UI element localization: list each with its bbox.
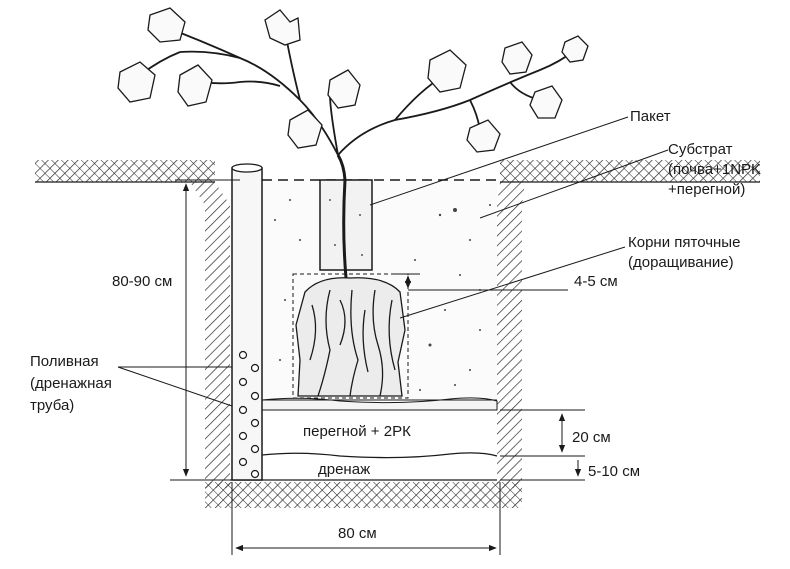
substrate-label-line1: Субстрат [668,141,733,158]
drainage-layer-label: дренаж [318,461,371,478]
drainage-pipe [231,163,263,481]
humus-thickness-label: 20 см [572,429,611,446]
humus-layer-band [261,397,498,459]
depth-label: 80-90 см [112,273,173,290]
humus-dimension [500,409,585,457]
width-label: 80 см [338,525,377,542]
gap-label: 4-5 см [574,273,618,290]
humus-layer-label: перегной + 2РК [303,423,411,440]
roots-label-line2: (доращивание) [628,254,734,271]
substrate-label-line3: +перегной) [668,181,746,198]
substrate-label-line2: (почва+1NPK [668,161,762,178]
depth-dimension [170,179,240,481]
root-zone [292,273,409,399]
pipe-label-line3: труба) [30,397,75,414]
pit-walls [190,182,525,508]
package-label: Пакет [630,108,671,125]
width-dimension [231,482,501,555]
pipe-label-line1: Поливная [30,353,99,370]
pipe-label-line2: (дренажная [30,375,112,392]
leader-lines [117,116,669,407]
seedling-stem [336,154,348,279]
ground-surface [35,160,760,183]
root-ball [295,277,406,397]
drainage-thickness-label: 5-10 см [588,463,641,480]
gap-dimension [395,273,420,289]
vine-leaves [117,7,589,153]
drainage-dimension [500,460,585,481]
roots-label-line1: Корни пяточные [628,234,741,251]
